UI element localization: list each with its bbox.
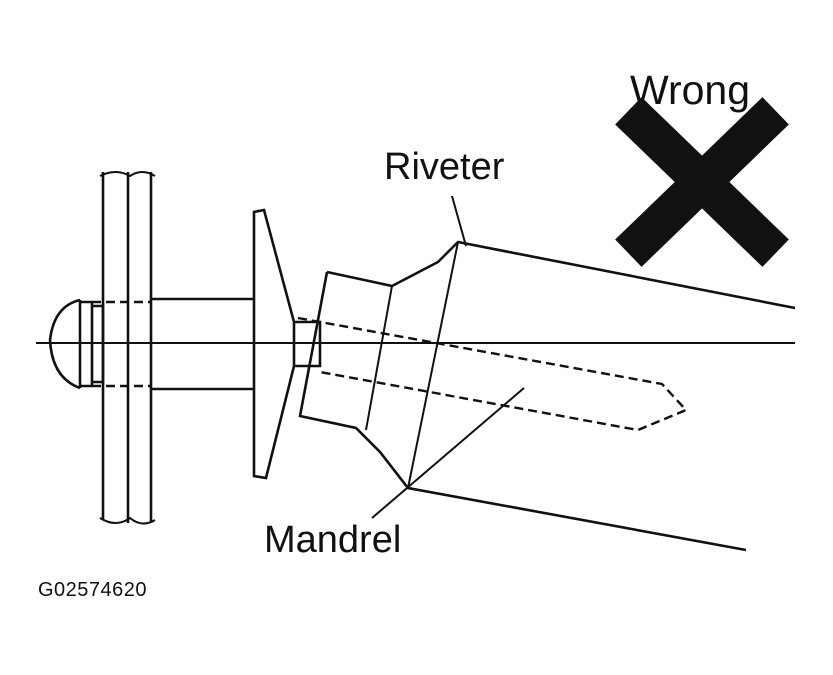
wrong-label: Wrong — [630, 67, 751, 113]
x-mark-icon — [615, 97, 789, 267]
riveter-tool — [298, 240, 796, 552]
riveter-leader — [451, 195, 467, 247]
mandrel-label: Mandrel — [264, 519, 402, 561]
riveter-label: Riveter — [384, 146, 505, 188]
mandrel-leader — [371, 387, 525, 519]
figure-code: G02574620 — [38, 579, 148, 601]
mandrel — [297, 316, 689, 432]
rivet — [48, 297, 254, 391]
panel — [99, 171, 156, 525]
